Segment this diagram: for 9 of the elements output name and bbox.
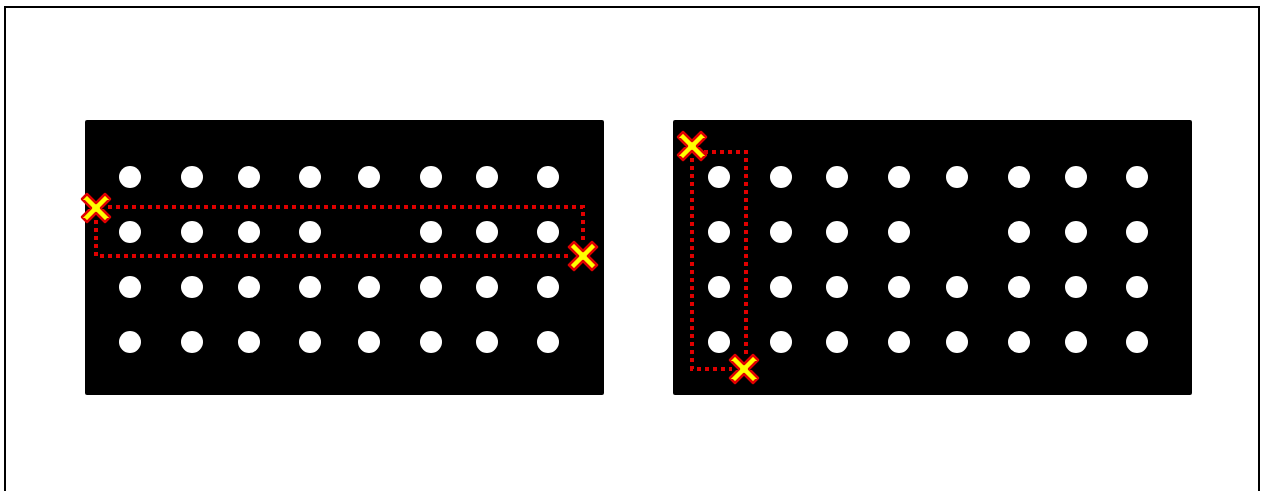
cross-icon xyxy=(567,240,599,272)
dotted-line xyxy=(704,150,748,357)
dotted-line xyxy=(94,220,571,258)
cross-icon xyxy=(728,353,760,385)
pegboard-drawing xyxy=(673,120,1192,395)
cross-icon xyxy=(676,130,708,162)
cross-icon xyxy=(80,192,112,224)
pegboard-drawing xyxy=(80,120,604,395)
dotted-line xyxy=(690,158,732,371)
